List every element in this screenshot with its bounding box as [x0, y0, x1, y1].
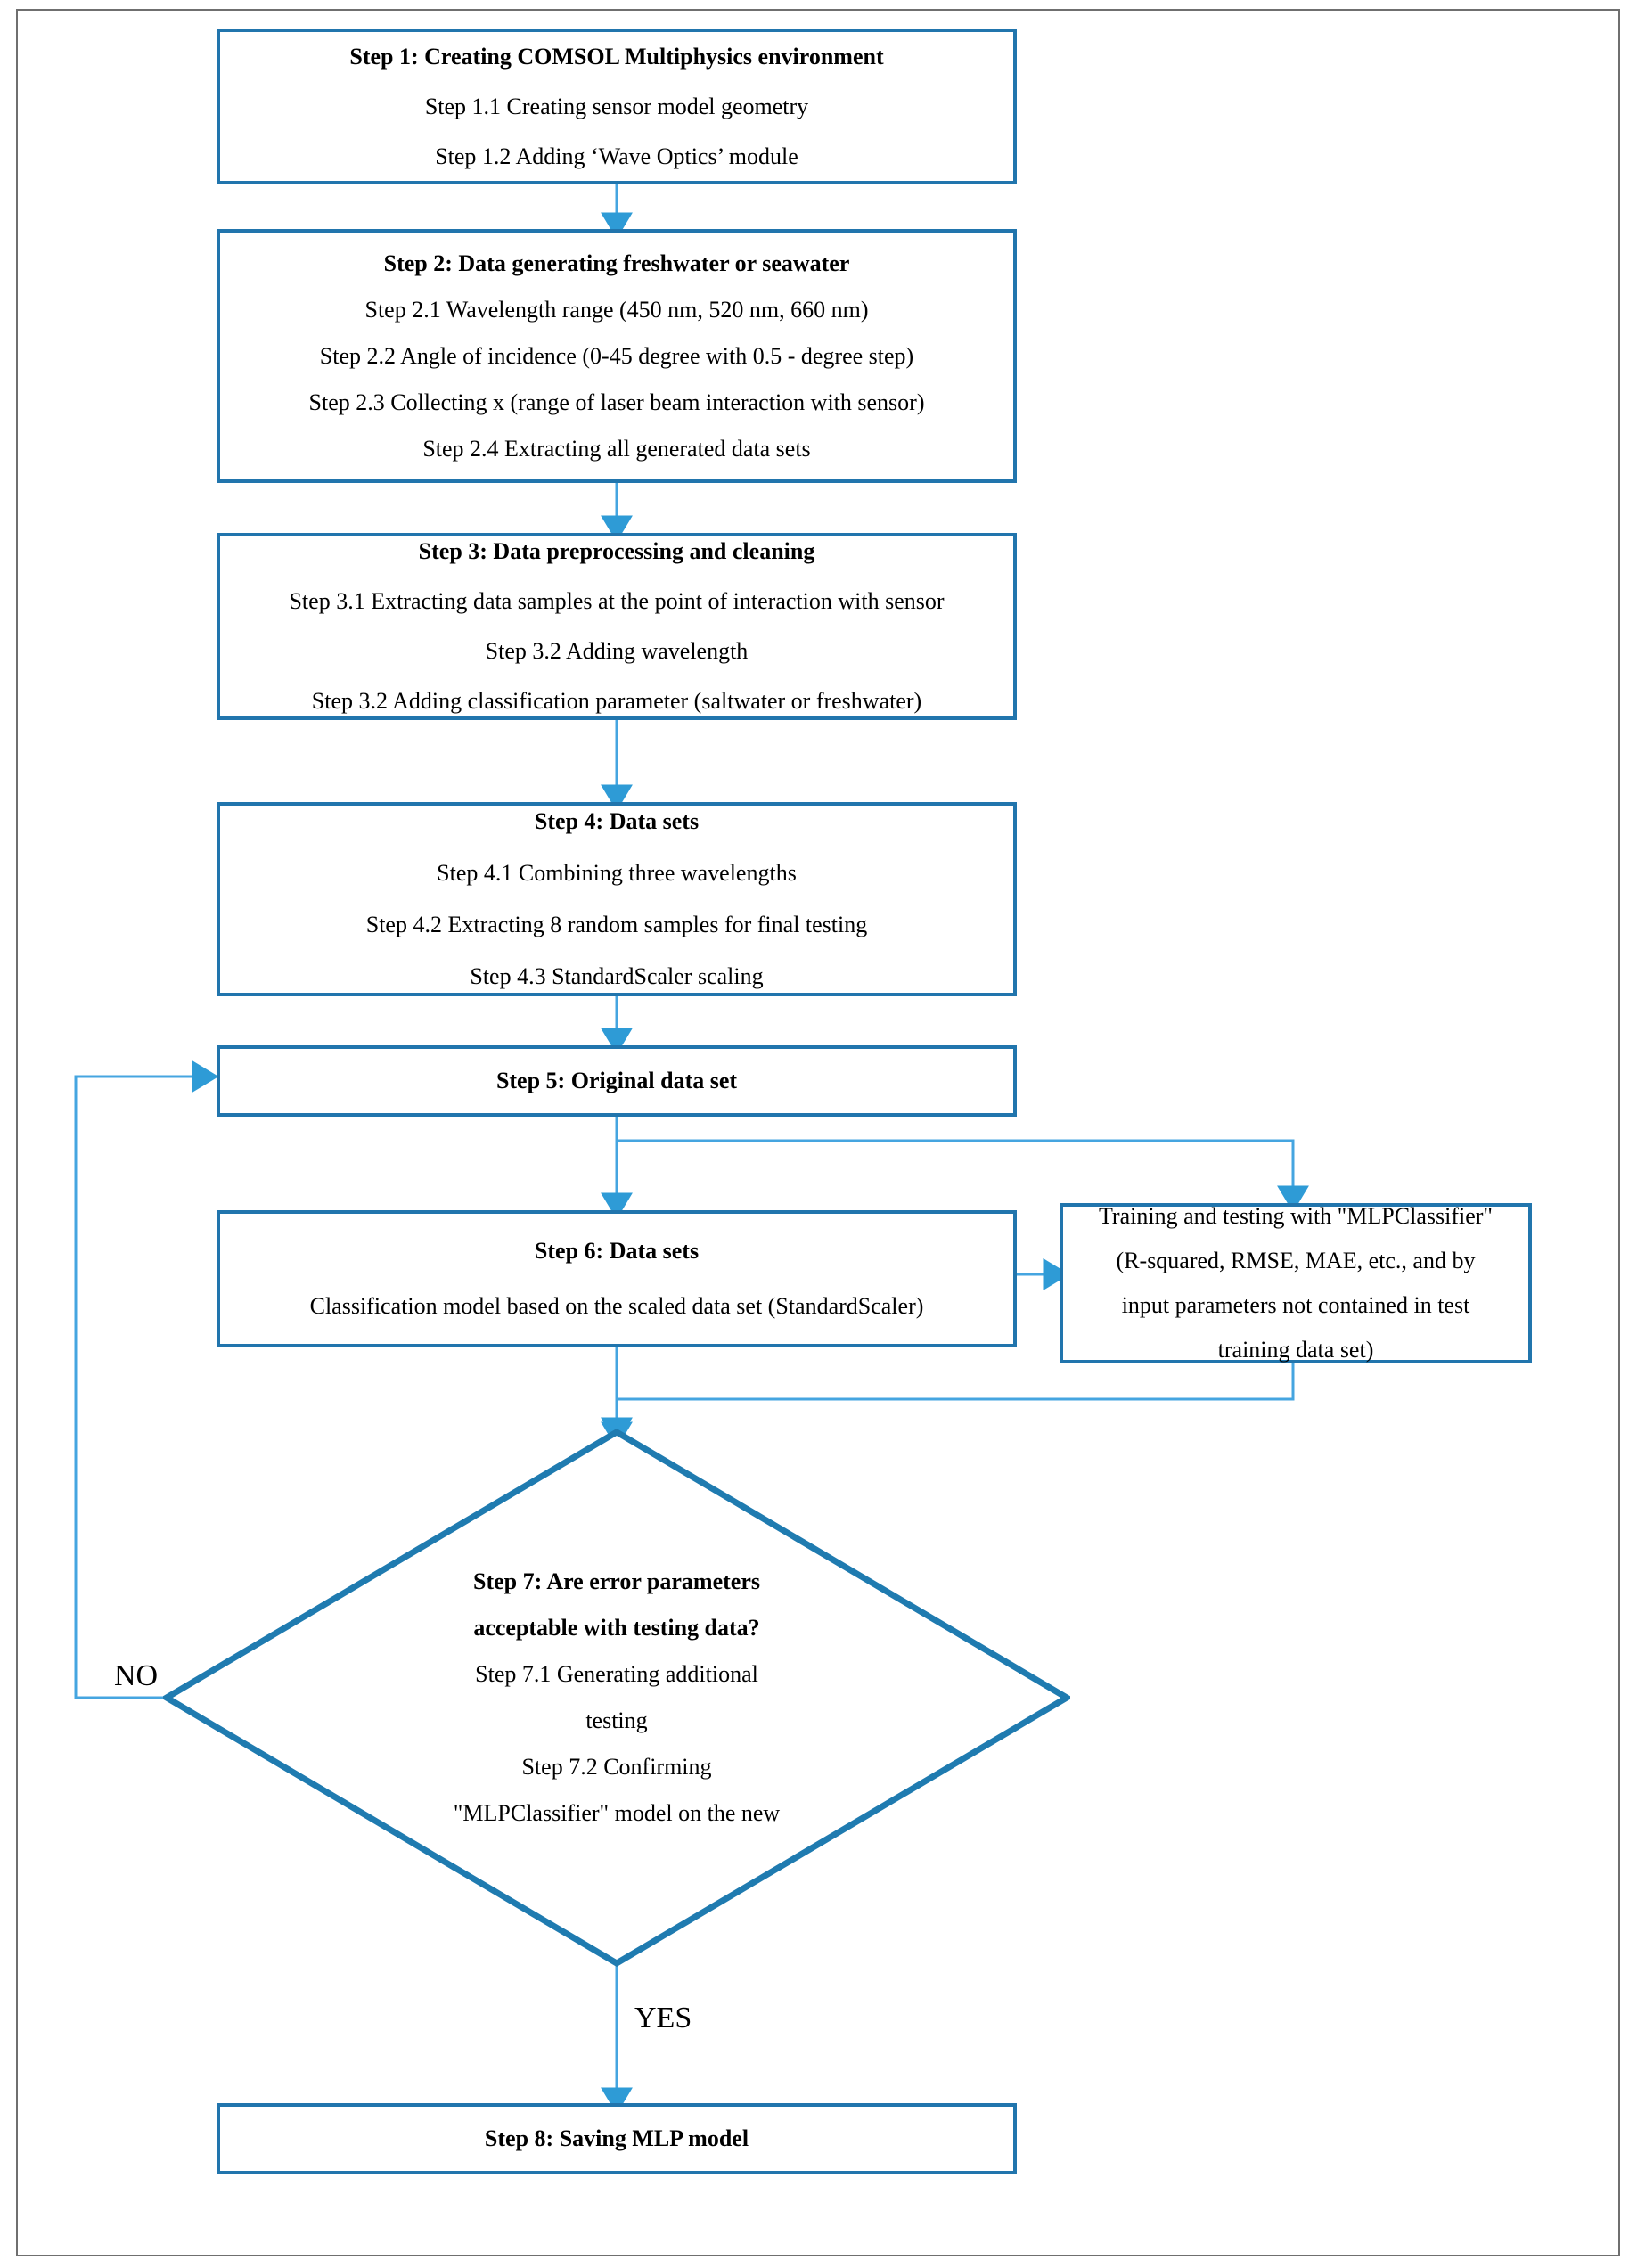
step2-title: Step 2: Data generating freshwater or se… — [383, 250, 850, 276]
diamond-shape — [163, 1429, 1070, 1967]
step4-title: Step 4: Data sets — [534, 808, 700, 834]
step7-line-1: Step 7.1 Generating additional — [475, 1661, 758, 1687]
step6-title: Step 6: Data sets — [534, 1238, 700, 1264]
step3-line-2: Step 3.2 Adding wavelength — [485, 638, 749, 664]
step7-line-2: testing — [585, 1707, 648, 1733]
step7-line-3: Step 7.2 Confirming — [521, 1754, 712, 1780]
step3-title: Step 3: Data preprocessing and cleaning — [418, 538, 815, 564]
node-step4[interactable]: Step 4: Data sets Step 4.1 Combining thr… — [217, 802, 1017, 996]
training-line-2: (R-squared, RMSE, MAE, etc., and by — [1116, 1248, 1476, 1273]
node-step6[interactable]: Step 6: Data sets Classification model b… — [217, 1210, 1017, 1347]
training-line-4: training data set) — [1217, 1337, 1374, 1363]
training-line-3: input parameters not contained in test — [1121, 1292, 1470, 1318]
step4-line-3: Step 4.3 StandardScaler scaling — [470, 963, 764, 989]
node-step2[interactable]: Step 2: Data generating freshwater or se… — [217, 229, 1017, 483]
node-step8[interactable]: Step 8: Saving MLP model — [217, 2103, 1017, 2174]
step7-line-4: "MLPClassifier" model on the new — [453, 1800, 781, 1826]
edge-training-step7 — [601, 1363, 1295, 1445]
step1-line-1: Step 1.1 Creating sensor model geometry — [424, 93, 809, 119]
step1-title: Step 1: Creating COMSOL Multiphysics env… — [349, 43, 884, 70]
edge-step5-training — [617, 1139, 1309, 1213]
step2-line-4: Step 2.4 Extracting all generated data s… — [422, 435, 811, 462]
step6-line-1: Classification model based on the scaled… — [309, 1293, 924, 1319]
node-step5[interactable]: Step 5: Original data set — [217, 1045, 1017, 1117]
step2-line-2: Step 2.2 Angle of incidence (0-45 degree… — [319, 342, 914, 369]
node-step3[interactable]: Step 3: Data preprocessing and cleaning … — [217, 533, 1017, 720]
step1-line-2: Step 1.2 Adding ‘Wave Optics’ module — [435, 143, 798, 169]
step4-line-2: Step 4.2 Extracting 8 random samples for… — [365, 912, 868, 937]
edge-label-yes: YES — [634, 2002, 692, 2035]
step2-line-3: Step 2.3 Collecting x (range of laser be… — [308, 389, 925, 415]
step3-line-3: Step 3.2 Adding classification parameter… — [311, 688, 922, 714]
step7-title-line-1: Step 7: Are error parameters — [472, 1568, 760, 1594]
step5-title: Step 5: Original data set — [495, 1068, 738, 1093]
training-line-1: Training and testing with "MLPClassifier… — [1098, 1203, 1494, 1229]
step7-title-line-2: acceptable with testing data? — [473, 1615, 760, 1641]
step8-title: Step 8: Saving MLP model — [484, 2125, 749, 2151]
edge-label-no: NO — [114, 1659, 159, 1692]
node-step1[interactable]: Step 1: Creating COMSOL Multiphysics env… — [217, 29, 1017, 184]
step3-line-1: Step 3.1 Extracting data samples at the … — [289, 588, 945, 614]
step2-line-1: Step 2.1 Wavelength range (450 nm, 520 n… — [364, 296, 869, 323]
node-step7-decision[interactable]: Step 7: Are error parameters acceptable … — [163, 1429, 1070, 1967]
step4-line-1: Step 4.1 Combining three wavelengths — [437, 860, 797, 886]
node-training-mlpclassifier[interactable]: Training and testing with "MLPClassifier… — [1060, 1203, 1532, 1363]
